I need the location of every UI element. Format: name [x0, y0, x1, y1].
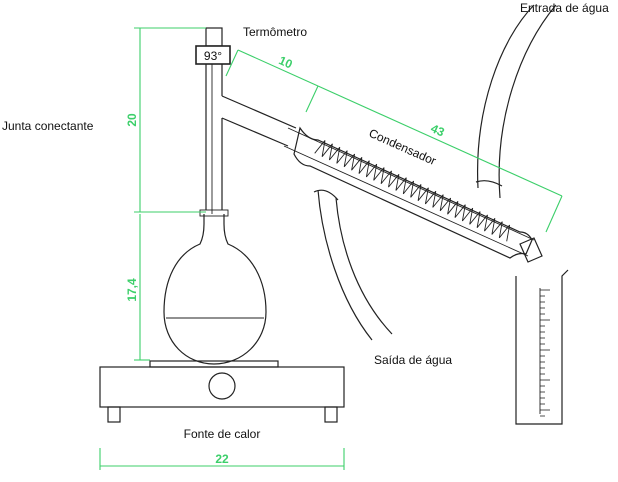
- water-outlet-pipe: [317, 189, 393, 341]
- side-arm-value: 10: [277, 53, 295, 71]
- thermometer: 93° Termômetro: [195, 25, 307, 214]
- column-height-value: 20: [125, 113, 139, 127]
- condenser-label: Condensador: [367, 126, 439, 168]
- heating-plate: [149, 360, 279, 368]
- thermometer-label: Termômetro: [243, 25, 307, 39]
- dimension-base: 22: [99, 448, 345, 470]
- dimension-condenser: 43: [317, 85, 563, 233]
- condenser-jacket: [293, 126, 533, 259]
- condenser-nozzle: [519, 237, 543, 263]
- heat-source-foot-left: [107, 406, 121, 423]
- cylinder-outline: [515, 269, 569, 425]
- heat-source-label: Fonte de calor: [184, 427, 261, 441]
- water-inlet-pipe: [476, 4, 557, 199]
- condenser-length-value: 43: [429, 121, 447, 139]
- water-inlet-label: Entrada de água: [520, 1, 609, 15]
- flask-outline: [163, 214, 267, 365]
- cylinder-ticks: [540, 289, 550, 417]
- flask-neck-joint: [199, 209, 229, 217]
- joint-label: Junta conectante: [2, 119, 94, 133]
- round-bottom-flask: [163, 209, 267, 365]
- water-inlet-joint: [475, 180, 503, 187]
- thermometer-cap: [205, 27, 223, 47]
- side-arm-upper: [221, 95, 297, 129]
- flask-height-value: 17,4: [125, 278, 139, 302]
- condenser-coil: [314, 140, 511, 242]
- heat-source-foot-right: [324, 406, 338, 423]
- side-arm-lower: [221, 117, 289, 147]
- dimension-side-arm: 10: [225, 49, 319, 113]
- condenser: Condensador: [283, 4, 557, 341]
- heat-source: Fonte de calor: [99, 360, 345, 441]
- thermometer-reading: 93°: [204, 49, 222, 63]
- graduated-cylinder: [515, 269, 569, 425]
- water-outlet-label: Saída de água: [374, 353, 452, 367]
- dimension-column: 20: [125, 27, 206, 213]
- dimension-flask: 17,4: [125, 214, 150, 361]
- base-width-value: 22: [215, 452, 229, 466]
- thermometer-display: [195, 45, 231, 65]
- water-outlet-joint: [313, 189, 339, 201]
- distillation-column: [205, 62, 297, 210]
- heat-source-knob: [208, 372, 236, 400]
